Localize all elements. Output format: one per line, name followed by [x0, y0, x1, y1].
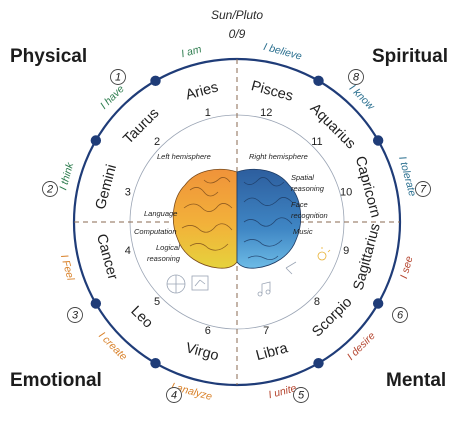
sign-number-2: 2 — [154, 136, 160, 148]
svg-text:6: 6 — [397, 309, 404, 321]
circled-number-6: 6 — [392, 307, 408, 323]
sign-leo: Leo — [127, 303, 155, 331]
corner-emotional: Emotional — [10, 370, 102, 391]
ring-node — [313, 357, 324, 369]
svg-text:1: 1 — [115, 71, 121, 83]
sign-number-10: 10 — [340, 187, 352, 199]
sign-capricorn: Capricorn — [352, 155, 384, 220]
svg-text:7: 7 — [420, 183, 427, 195]
svg-text:4: 4 — [171, 389, 177, 401]
left-gyri — [181, 177, 233, 251]
music-doodle — [257, 247, 331, 297]
computation-doodle — [166, 274, 209, 294]
sign-number-3: 3 — [125, 187, 131, 199]
brain-function-face-recognition: recognition — [291, 211, 328, 220]
brain-function-music: Music — [293, 227, 313, 236]
verb-i-know: I know — [347, 82, 378, 113]
ring-node — [150, 357, 161, 369]
sign-number-1: 1 — [205, 107, 211, 119]
sign-number-9: 9 — [343, 245, 349, 257]
circled-number-4: 4 — [166, 387, 182, 403]
sign-aries: Aries — [184, 79, 220, 103]
brain-right-hemisphere — [236, 168, 302, 269]
svg-text:8: 8 — [353, 71, 360, 83]
sign-cancer: Cancer — [93, 232, 121, 281]
circled-number-1: 1 — [110, 69, 126, 85]
verb-i-unite: I unite — [267, 382, 298, 401]
ring-node — [372, 135, 384, 146]
ring-node — [372, 298, 384, 309]
verb-i-tolerate: I tolerate — [396, 155, 418, 198]
header-sun-pluto: Sun/Pluto — [210, 8, 264, 22]
verb-i-create: I create — [96, 330, 129, 363]
verb-i-desire: I desire — [345, 330, 378, 363]
brain-function-spatial: Spatial — [291, 173, 314, 182]
verb-i-think: I think — [57, 161, 76, 192]
brain-function-computation: Computation — [134, 227, 177, 236]
circled-number-7: 7 — [415, 181, 431, 197]
sign-pisces: Pisces — [249, 78, 294, 105]
ring-node — [313, 75, 324, 87]
svg-text:2: 2 — [46, 183, 53, 195]
corner-mental: Mental — [386, 370, 447, 391]
header-zero-nine: 0/9 — [228, 27, 246, 41]
svg-text:5: 5 — [298, 389, 305, 401]
ring-node — [90, 135, 102, 146]
sign-number-6: 6 — [205, 325, 211, 337]
verb-i-believe: I believe — [262, 41, 303, 63]
brain-function-reasoning: reasoning — [147, 254, 181, 263]
corner-spiritual: Spiritual — [372, 46, 449, 67]
circled-number-5: 5 — [293, 387, 309, 403]
sign-virgo: Virgo — [184, 340, 221, 364]
sign-libra: Libra — [254, 340, 290, 364]
circled-number-8: 8 — [348, 69, 364, 85]
right-hemisphere-label: Right hemisphere — [249, 152, 308, 161]
circled-number-3: 3 — [67, 307, 83, 323]
right-gyri — [243, 177, 293, 260]
left-hemisphere-label: Left hemisphere — [157, 152, 211, 161]
sign-number-8: 8 — [314, 296, 320, 308]
brain-function-logical: Logical — [156, 243, 180, 252]
sign-number-7: 7 — [263, 325, 269, 337]
corner-physical: Physical — [10, 46, 88, 67]
sign-number-11: 11 — [311, 136, 322, 148]
brain-left-hemisphere — [172, 168, 238, 269]
sign-gemini: Gemini — [93, 163, 120, 212]
sign-number-4: 4 — [125, 245, 131, 257]
brain-function-language: Language — [144, 209, 177, 218]
verb-i-see: I see — [398, 255, 416, 280]
brain — [172, 168, 302, 269]
ring-node — [150, 75, 161, 87]
sign-sagittarius: Sagittarius — [351, 222, 384, 292]
brain-function-face: Face — [291, 200, 308, 209]
ring-node — [90, 298, 102, 309]
sign-number-12: 12 — [260, 107, 272, 119]
svg-text:3: 3 — [72, 309, 79, 321]
circled-number-2: 2 — [42, 181, 58, 197]
ring-nodes — [90, 75, 384, 369]
verb-i-am: I am — [180, 43, 203, 60]
brain-function-spatial-reasoning: reasoning — [291, 184, 325, 193]
sign-number-5: 5 — [154, 296, 160, 308]
verb-i-feel: I Feel — [58, 253, 77, 282]
